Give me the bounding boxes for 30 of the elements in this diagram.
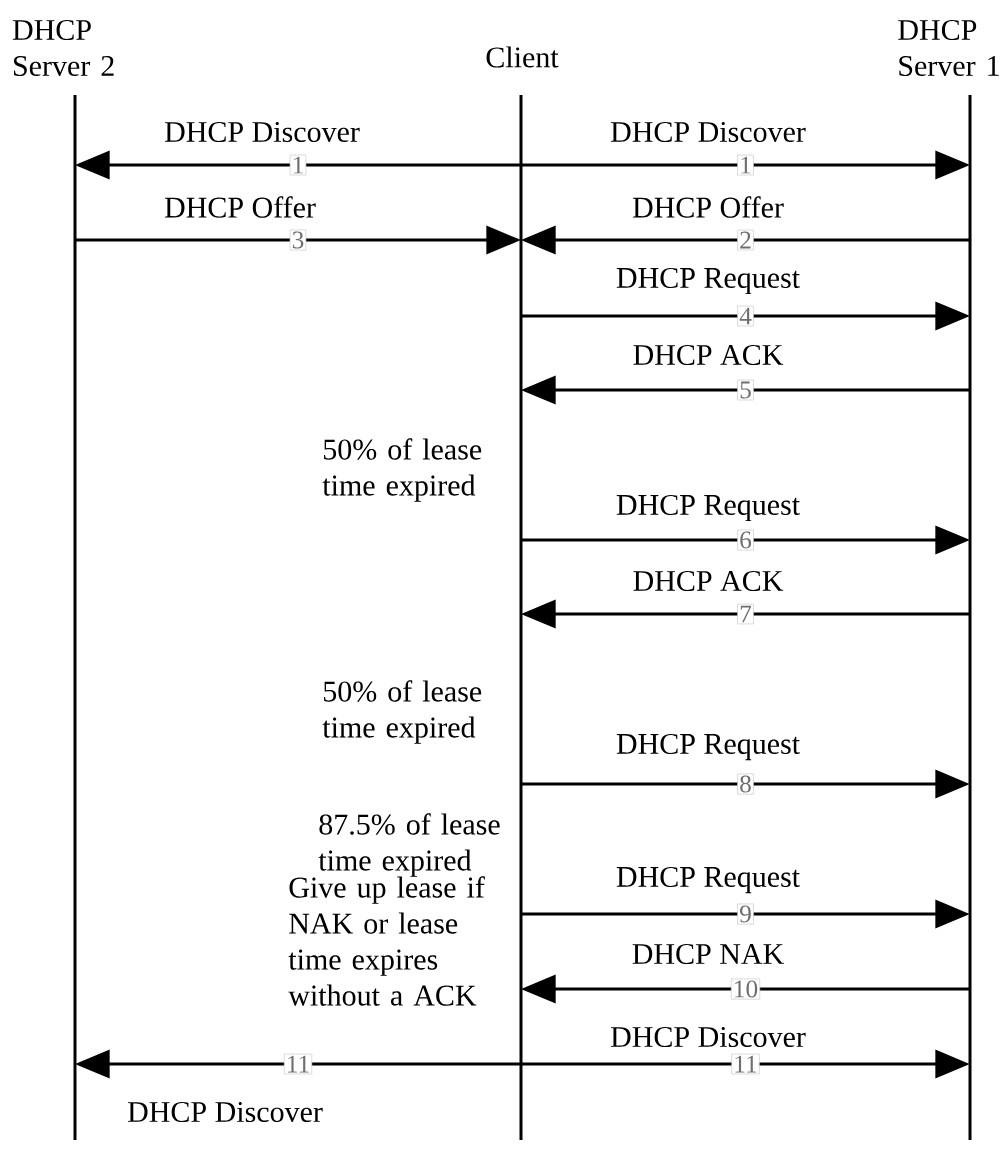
number-box: 2 [737, 229, 754, 251]
edge-label: DHCP ACK [631, 569, 785, 593]
number-box: 8 [737, 773, 754, 795]
edge-label: DHCP Request [614, 493, 802, 523]
number-box: 1 [289, 154, 307, 176]
number-box: 9 [737, 903, 754, 925]
edge-label: DHCP Request [614, 865, 802, 895]
number-box: 11 [731, 1053, 760, 1075]
edge-label: DHCP Request [614, 732, 802, 762]
number-box: 1 [737, 154, 754, 176]
edge-label: DHCP Offer [630, 194, 786, 220]
edge-label: DHCP Discover [162, 120, 362, 144]
edge-label: DHCP Discover [608, 1025, 808, 1049]
number-box: 4 [737, 305, 754, 327]
number-box: 10 [730, 978, 761, 1000]
edge-label: DHCP NAK [630, 942, 786, 966]
number-box: 5 [737, 379, 754, 401]
edge-label: DHCP Discover [608, 120, 808, 144]
lifeline-header: DHCP Server 2 [12, 19, 114, 77]
note-text: 87.5% of lease time expired [318, 813, 500, 877]
edge-label: DHCP Discover [125, 1100, 325, 1124]
number-box: 7 [737, 603, 754, 625]
number-box: 11 [283, 1053, 313, 1075]
edge-label: DHCP ACK [631, 343, 785, 367]
number-box: 3 [289, 229, 307, 251]
lifeline-header: DHCP Server 1 [898, 19, 999, 77]
lifeline-header: Client [486, 46, 559, 68]
number-box: 6 [737, 529, 754, 551]
edge-label: DHCP Request [614, 266, 802, 296]
edge-label: DHCP Offer [162, 194, 318, 220]
